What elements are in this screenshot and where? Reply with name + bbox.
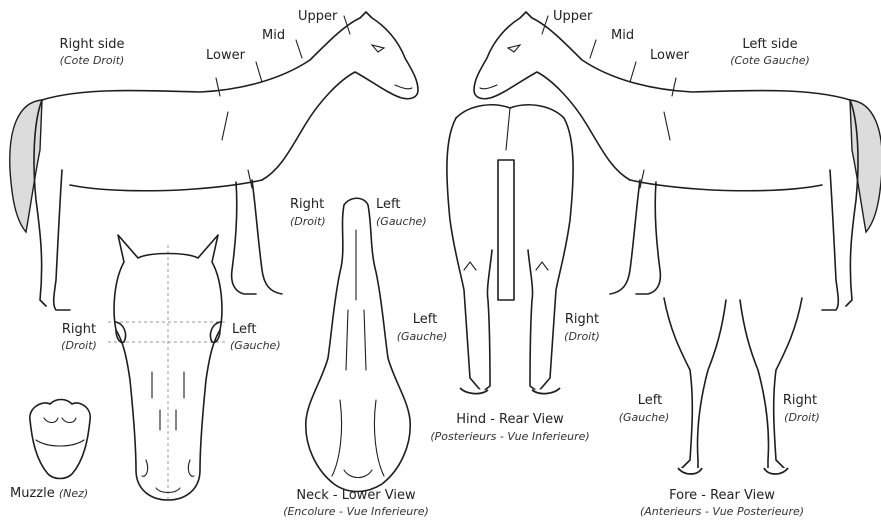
neck-lower-view-subtitle: (Encolure - Vue Inferieure): [283, 506, 429, 518]
neck-upper-label-left: Upper: [553, 10, 592, 24]
left-side-sublabel: (Cote Gauche): [730, 55, 810, 67]
muzzle-sublabel: (Nez): [59, 487, 88, 500]
left-side-label: Left side: [742, 38, 797, 52]
neck-lower-label-left: Lower: [650, 49, 689, 63]
neck-lower-label-right: Lower: [206, 49, 245, 63]
neck-lower-view-title: Neck - Lower View: [296, 489, 415, 503]
fore-right-label: Right: [783, 394, 817, 408]
head-left-label: Left: [232, 323, 256, 337]
head-right-label: Right: [62, 323, 96, 337]
neck-left-sublabel: (Gauche): [376, 216, 427, 228]
fore-left-sublabel: (Gauche): [619, 412, 670, 424]
muzzle-title: Muzzle: [10, 486, 55, 501]
hind-rear-view-subtitle: (Posterieurs - Vue Inferieure): [430, 431, 589, 443]
neck-upper-label-right: Upper: [298, 10, 337, 24]
hind-left-label: Left: [413, 313, 437, 327]
hind-left-sublabel: (Gauche): [397, 331, 448, 343]
neck-lower-view-drawing: [306, 198, 410, 491]
right-side-sublabel: (Cote Droit): [60, 55, 125, 67]
head-front-drawing: [108, 235, 228, 500]
neck-mid-label-left: Mid: [611, 29, 634, 43]
muzzle-drawing: [30, 400, 90, 479]
hind-rear-view-title: Hind - Rear View: [456, 413, 564, 427]
fore-rear-view-drawing: [664, 298, 802, 474]
muzzle-label: Muzzle (Nez): [10, 487, 88, 501]
head-right-sublabel: (Droit): [61, 340, 97, 352]
fore-left-label: Left: [638, 394, 662, 408]
fore-right-sublabel: (Droit): [784, 412, 820, 424]
head-left-sublabel: (Gauche): [230, 340, 281, 352]
right-side-label: Right side: [60, 38, 125, 52]
neck-mid-label-right: Mid: [262, 29, 285, 43]
neck-right-sublabel: (Droit): [290, 216, 326, 228]
fore-rear-view-subtitle: (Anterieurs - Vue Posterieure): [640, 506, 804, 518]
hind-right-sublabel: (Droit): [564, 331, 600, 343]
neck-left-label: Left: [376, 198, 400, 212]
hind-rear-view-drawing: [447, 105, 573, 394]
neck-right-label: Right: [290, 198, 324, 212]
hind-right-label: Right: [565, 313, 599, 327]
fore-rear-view-title: Fore - Rear View: [669, 489, 775, 503]
